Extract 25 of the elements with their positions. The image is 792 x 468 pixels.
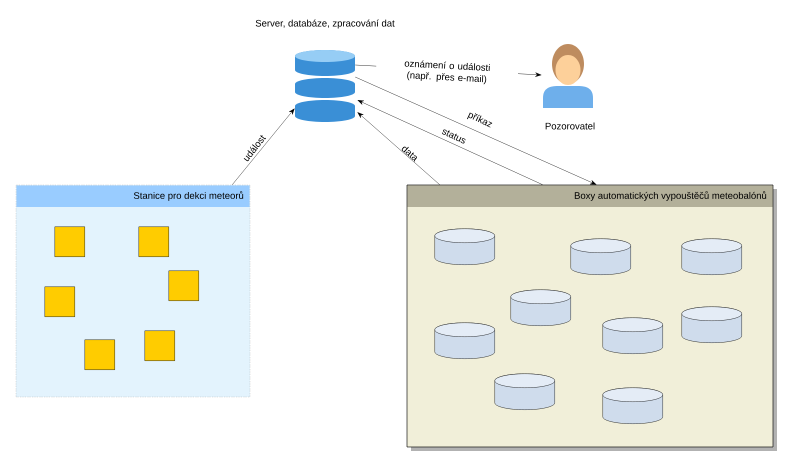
square (54, 226, 85, 257)
cylinder (602, 388, 663, 424)
person-label: Pozorovatel (546, 122, 594, 130)
arrow (357, 112, 440, 185)
cylinder (494, 374, 555, 410)
edge-label: oznámení o události (např. přes e-mail) (376, 57, 518, 87)
square (168, 270, 199, 301)
cylinder (434, 322, 495, 359)
square (144, 330, 175, 361)
arrow (232, 108, 295, 185)
square (138, 226, 169, 257)
edge-label: status (442, 129, 466, 144)
cylinder (570, 238, 631, 275)
arrow (355, 76, 596, 185)
edge-label: data (402, 146, 417, 162)
square (84, 340, 115, 370)
cylinder (602, 318, 663, 354)
edge-label: příkaz (466, 112, 492, 128)
server-title: Server, databáze, zpracování dat (256, 20, 395, 28)
square (44, 286, 76, 317)
arrow (358, 100, 543, 185)
cylinder (434, 228, 495, 265)
cylinder (510, 290, 571, 326)
cylinder (682, 238, 742, 275)
cylinder (682, 306, 742, 343)
